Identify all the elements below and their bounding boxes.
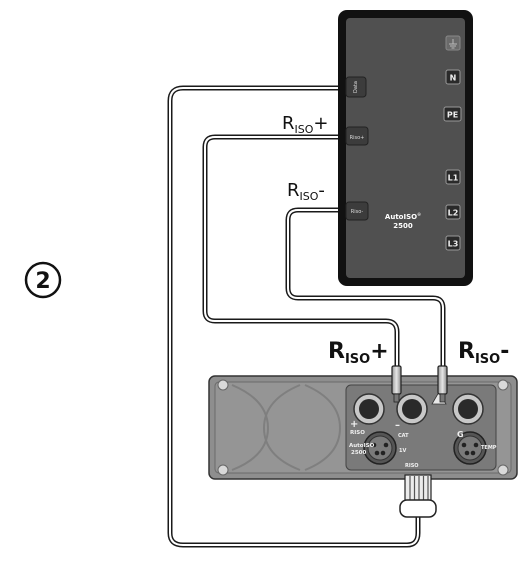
panel-bottom-text: RISO xyxy=(405,463,419,469)
panel-plus-sign: + xyxy=(350,419,358,430)
ground-icon xyxy=(445,35,461,51)
terminal-label-pe: PE xyxy=(447,111,458,120)
port-label-riso-plus: Riso+ xyxy=(350,135,365,141)
adapter-model: 2500 xyxy=(393,222,413,230)
adapter-name: AutoISO® xyxy=(385,212,421,221)
panel-voltage-text: 1V xyxy=(399,448,406,454)
panel-cat-text: CAT xyxy=(398,433,409,439)
test-leads xyxy=(167,85,446,548)
plug-riso-plus xyxy=(391,365,402,403)
terminal-label-l1: L1 xyxy=(448,174,459,183)
panel-autoiso-num: 2500 xyxy=(351,450,366,456)
adapter-socket xyxy=(363,431,397,465)
wire-label-riso-minus: RISO- xyxy=(287,180,325,203)
terminal-label-l3: L3 xyxy=(448,240,459,249)
socket-right xyxy=(452,393,484,425)
panel-ground-letter: G xyxy=(457,430,464,439)
port-label-data: Data xyxy=(353,81,359,93)
adapter-port-riso-plus: Riso+ xyxy=(345,126,369,146)
terminal-label-l2: L2 xyxy=(448,209,459,218)
wire-label-riso-plus: RISO+ xyxy=(282,113,329,136)
panel-minus-sign: – xyxy=(395,420,400,431)
step-number: 2 xyxy=(35,269,50,294)
temp-socket xyxy=(453,431,487,465)
panel-temp-text: TEMP xyxy=(481,445,497,451)
meter-socket-panel: + – RISO AutoISO 2500 G TEMP CAT 1V RISO xyxy=(208,375,518,480)
autoiso-adapter: Data Riso+ Riso- N PE L1 L2 L3 AutoI xyxy=(338,10,473,286)
plug-riso-minus xyxy=(437,365,448,403)
adapter-port-data: Data xyxy=(345,76,367,98)
data-plug xyxy=(399,474,437,518)
port-label-riso-minus: Riso- xyxy=(351,209,364,215)
socket-riso-minus xyxy=(396,393,428,425)
adapter-port-riso-minus: Riso- xyxy=(345,201,369,221)
panel-autoiso-text: AutoISO xyxy=(349,443,375,449)
step-badge: 2 xyxy=(24,261,62,299)
terminal-label-n: N xyxy=(450,74,457,83)
adapter-side-terminals: N PE L1 L2 L3 xyxy=(443,69,462,251)
panel-riso-text: RISO xyxy=(350,430,365,436)
socket-riso-plus xyxy=(353,393,385,425)
meter-label-riso-plus: RISO+ xyxy=(328,339,389,367)
meter-label-riso-minus: RISO- xyxy=(458,339,509,367)
